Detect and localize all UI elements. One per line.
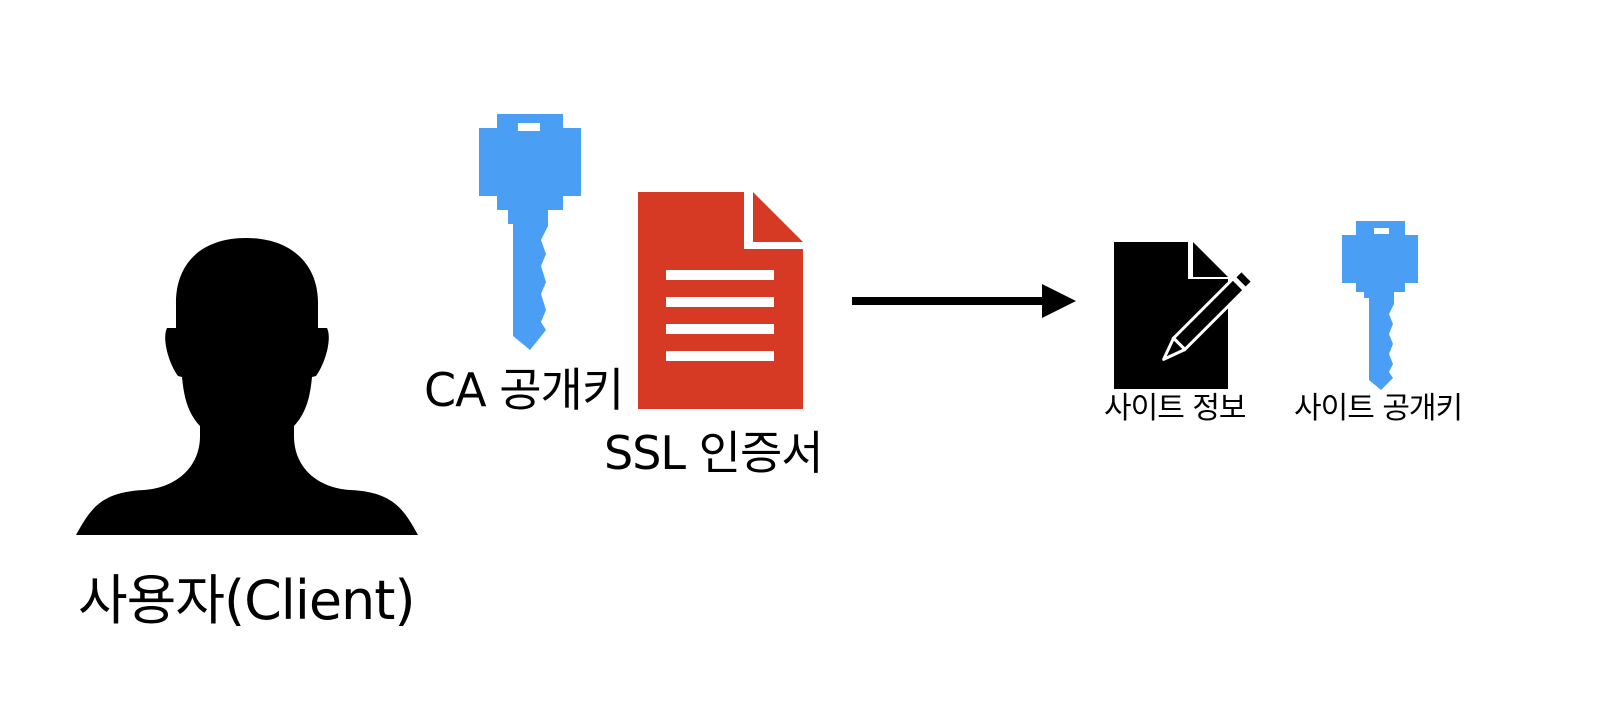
ssl-certificate-label: SSL 인증서 (604, 426, 824, 480)
site-public-key-label: 사이트 공개키 (1294, 391, 1463, 426)
site-info-label: 사이트 정보 (1104, 391, 1247, 426)
user-label: 사용자(Client) (78, 569, 416, 632)
ca-public-key-label: CA 공개키 (424, 363, 624, 417)
